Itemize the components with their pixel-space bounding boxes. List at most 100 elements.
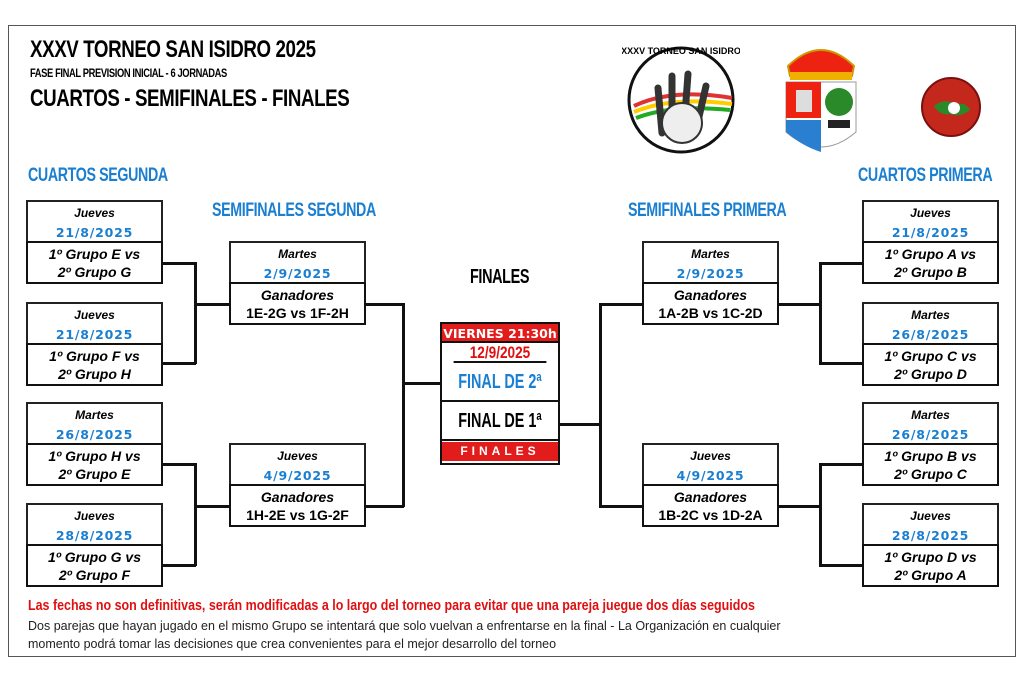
match-date: 26/8/2025: [55, 427, 134, 442]
match-teams: 1º Grupo B vs 2º Grupo C: [862, 443, 999, 486]
connector: [599, 303, 642, 306]
match-day: Jueves 28/8/2025: [862, 503, 999, 544]
match-day: Jueves 28/8/2025: [26, 503, 163, 544]
match-day: Martes 2/9/2025: [642, 241, 779, 282]
connector: [819, 262, 862, 265]
match-line-1: 1º Grupo D vs: [884, 549, 977, 565]
cuartos-primera-match-4: Jueves 28/8/2025 1º Grupo D vs 2º Grupo A: [862, 503, 999, 587]
final-primera-label: FINAL DE 1ª: [458, 410, 542, 432]
match-line-2: 2º Grupo G: [57, 264, 132, 280]
match-weekday: Martes: [911, 308, 950, 322]
connector: [194, 505, 230, 508]
connector: [819, 564, 862, 567]
connector: [162, 463, 196, 466]
match-date: 28/8/2025: [55, 528, 134, 543]
connector: [402, 303, 405, 507]
connector: [194, 303, 230, 306]
match-weekday: Jueves: [74, 509, 115, 523]
final-date: 12/9/2025: [453, 343, 547, 363]
match-line-1: 1º Grupo B vs: [884, 448, 977, 464]
match-day: Jueves 4/9/2025: [229, 443, 366, 484]
final-day-time: VIERNES 21:30h: [442, 324, 558, 343]
connector: [599, 303, 602, 507]
match-line-2: 1H-2E vs 1G-2F: [246, 507, 349, 523]
match-line-2: 1E-2G vs 1F-2H: [246, 305, 349, 321]
connector: [778, 303, 820, 306]
match-line-1: 1º Grupo G vs: [47, 549, 142, 565]
connector: [819, 362, 862, 365]
match-line-1: Ganadores: [260, 489, 335, 505]
final-primera: FINAL DE 1ª: [442, 402, 558, 441]
match-line-1: 1º Grupo H vs: [48, 448, 141, 464]
match-day: Martes 2/9/2025: [229, 241, 366, 282]
connector: [194, 463, 197, 566]
match-line-2: 1A-2B vs 1C-2D: [658, 305, 763, 321]
label-cuartos-segunda: CUARTOS SEGUNDA: [28, 165, 168, 186]
match-line-1: 1º Grupo A vs: [884, 246, 977, 262]
connector: [560, 423, 600, 426]
poster-title: XXXV TORNEO SAN ISIDRO 2025: [30, 36, 316, 63]
match-date: 4/9/2025: [263, 468, 332, 483]
poster-frame: [8, 25, 1016, 657]
federation-logo: [920, 76, 982, 138]
match-date: 26/8/2025: [891, 427, 970, 442]
match-teams: 1º Grupo E vs 2º Grupo G: [26, 241, 163, 284]
final-footer: FINALES: [442, 442, 558, 461]
match-weekday: Martes: [278, 247, 317, 261]
match-line-1: Ganadores: [673, 489, 748, 505]
match-date: 2/9/2025: [676, 266, 745, 281]
match-teams: 1º Grupo D vs 2º Grupo A: [862, 544, 999, 587]
match-date: 21/8/2025: [891, 225, 970, 240]
match-line-2: 2º Grupo A: [894, 567, 967, 583]
label-finales: FINALES: [470, 266, 530, 288]
connector: [819, 262, 822, 364]
match-line-2: 2º Grupo C: [894, 466, 967, 482]
label-semis-segunda: SEMIFINALES SEGUNDA: [212, 200, 376, 221]
cuartos-primera-match-1: Jueves 21/8/2025 1º Grupo A vs 2º Grupo B: [862, 200, 999, 284]
match-weekday: Jueves: [277, 449, 318, 463]
cuartos-segunda-match-4: Jueves 28/8/2025 1º Grupo G vs 2º Grupo F: [26, 503, 163, 587]
warning-note: Las fechas no son definitivas, serán mod…: [28, 598, 755, 614]
connector: [162, 564, 196, 567]
match-line-2: 2º Grupo E: [58, 466, 131, 482]
connector: [194, 262, 197, 364]
match-teams: Ganadores 1H-2E vs 1G-2F: [229, 484, 366, 527]
match-date: 4/9/2025: [676, 468, 745, 483]
connector: [162, 362, 196, 365]
match-line-1: 1º Grupo C vs: [884, 348, 977, 364]
match-line-1: 1º Grupo F vs: [49, 348, 140, 364]
match-line-2: 2º Grupo B: [894, 264, 967, 280]
match-teams: 1º Grupo A vs 2º Grupo B: [862, 241, 999, 284]
match-line-1: 1º Grupo E vs: [48, 246, 141, 262]
match-line-1: Ganadores: [673, 287, 748, 303]
club-logo: XXXV TORNEO SAN ISIDRO: [621, 38, 741, 156]
match-date: 2/9/2025: [263, 266, 332, 281]
connector: [162, 262, 196, 265]
poster-stage: CUARTOS - SEMIFINALES - FINALES: [30, 85, 350, 112]
final-segunda-label: FINAL DE 2ª: [458, 371, 542, 393]
match-line-2: 1B-2C vs 1D-2A: [658, 507, 763, 523]
match-date: 28/8/2025: [891, 528, 970, 543]
final-box: VIERNES 21:30h 12/9/2025 FINAL DE 2ª FIN…: [440, 322, 560, 465]
match-teams: Ganadores 1A-2B vs 1C-2D: [642, 282, 779, 325]
match-weekday: Martes: [691, 247, 730, 261]
match-teams: 1º Grupo H vs 2º Grupo E: [26, 443, 163, 486]
connector: [778, 505, 820, 508]
match-line-2: 2º Grupo F: [58, 567, 131, 583]
match-weekday: Jueves: [910, 509, 951, 523]
connector: [819, 463, 862, 466]
match-weekday: Jueves: [910, 206, 951, 220]
match-line-2: 2º Grupo H: [58, 366, 131, 382]
poster-subtitle: FASE FINAL PREVISION INICIAL - 6 JORNADA…: [30, 66, 227, 80]
